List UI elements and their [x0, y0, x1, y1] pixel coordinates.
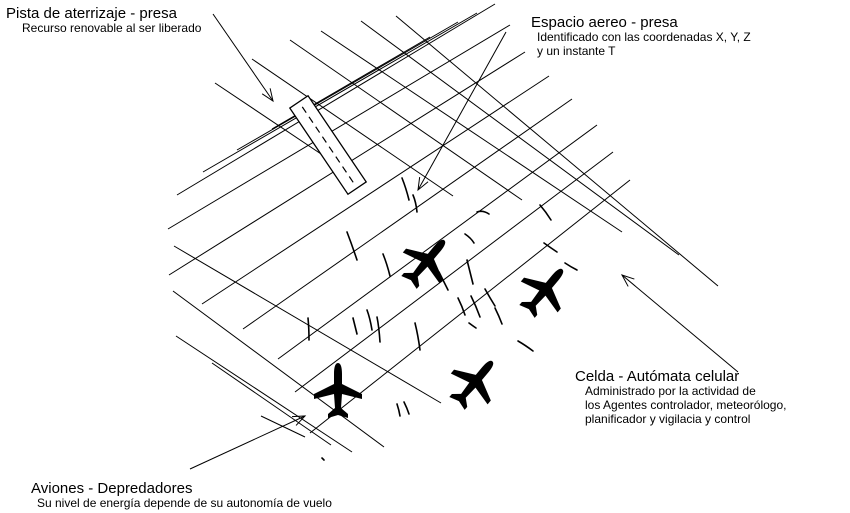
- weather-stroke-icon: [484, 288, 496, 307]
- grid-line: [289, 39, 523, 201]
- grid-line: [395, 15, 719, 287]
- grid-line: [360, 20, 680, 256]
- airplane-icon: [508, 253, 581, 327]
- runway-label: Pista de aterrizaje - presa Recurso reno…: [6, 5, 201, 36]
- grid-line: [202, 12, 478, 173]
- weather-stroke-icon: [321, 457, 325, 461]
- weather-stroke-icon: [414, 322, 421, 351]
- airplane-icon: [314, 363, 362, 418]
- runway-title: Pista de aterrizaje - presa: [6, 5, 177, 22]
- weather-stroke-icon: [476, 210, 490, 215]
- grid-line: [167, 24, 511, 230]
- weather-stroke-icon: [470, 295, 481, 318]
- cell-label: Celda - Autómata celular Administrado po…: [575, 368, 786, 427]
- arrows: [189, 13, 739, 470]
- cell-desc-3: planificador y vigilacia y control: [585, 411, 751, 426]
- grid-line: [176, 3, 496, 196]
- weather-stroke-icon: [494, 307, 503, 325]
- weather-stroke-icon: [464, 233, 475, 244]
- planes-desc: Su nivel de energía depende de su autono…: [37, 496, 332, 511]
- arrow-shaft: [621, 274, 739, 373]
- grid-line: [236, 21, 459, 151]
- arrow-shaft: [417, 31, 507, 191]
- cell-title: Celda - Autómata celular: [575, 368, 740, 385]
- cell-desc-1: Administrado por la actividad de: [585, 384, 756, 399]
- runway-desc: Recurso renovable al ser liberado: [22, 21, 202, 36]
- weather-stroke-icon: [543, 242, 558, 253]
- grid-line: [320, 30, 623, 233]
- weather-stroke-icon: [376, 316, 381, 343]
- weather-stroke-icon: [517, 340, 534, 352]
- grid-line: [201, 75, 550, 305]
- weather-stroke-icon: [307, 317, 310, 341]
- weather-stroke-icon: [466, 259, 474, 285]
- airspace-desc-2: y un instante T: [537, 44, 616, 59]
- grid-line: [172, 290, 385, 448]
- arrow-pointer-icon: [261, 88, 274, 103]
- cell-desc-2: los Agentes controlador, meteorólogo,: [585, 398, 787, 413]
- weather-stroke-icon: [396, 403, 401, 417]
- weather-stroke-icon: [352, 317, 358, 335]
- arrow-shaft: [212, 13, 274, 102]
- airspace-title: Espacio aereo - presa: [531, 14, 678, 31]
- grid-line: [242, 98, 573, 330]
- airspace-desc-1: Identificado con las coordenadas X, Y, Z: [537, 30, 751, 45]
- planes-label: Aviones - Depredadores Su nivel de energ…: [31, 480, 332, 511]
- airplane-icon: [438, 345, 511, 419]
- grid-line: [309, 179, 631, 434]
- arrow-pointer-icon: [291, 415, 307, 426]
- weather-stroke-icon: [412, 194, 418, 213]
- weather-stroke-icon: [382, 253, 391, 277]
- arrow-shaft: [189, 415, 306, 470]
- arrow-pointer-icon: [620, 274, 635, 287]
- grid-line: [251, 58, 454, 197]
- planes-title: Aviones - Depredadores: [31, 480, 193, 497]
- airplane-icon: [390, 224, 463, 298]
- runway-strip: [288, 94, 368, 196]
- grid-line: [211, 362, 332, 446]
- weather-stroke-icon: [564, 262, 578, 271]
- grid-line: [277, 124, 598, 360]
- weather-stroke-icon: [457, 297, 466, 316]
- grid-line: [294, 151, 614, 393]
- arrow-pointer-icon: [417, 177, 429, 192]
- weather-stroke-icon: [366, 309, 373, 331]
- grid-line: [175, 335, 353, 453]
- weather-stroke-icon: [401, 177, 410, 201]
- weather-stroke-icon: [403, 401, 410, 415]
- airspace-label: Espacio aereo - presa Identificado con l…: [531, 14, 751, 59]
- weather-stroke-icon: [346, 231, 358, 261]
- weather-stroke-icon: [539, 204, 552, 221]
- weather-stroke-icon: [468, 322, 477, 329]
- weather-marks: [307, 177, 578, 461]
- grid-line: [173, 245, 442, 404]
